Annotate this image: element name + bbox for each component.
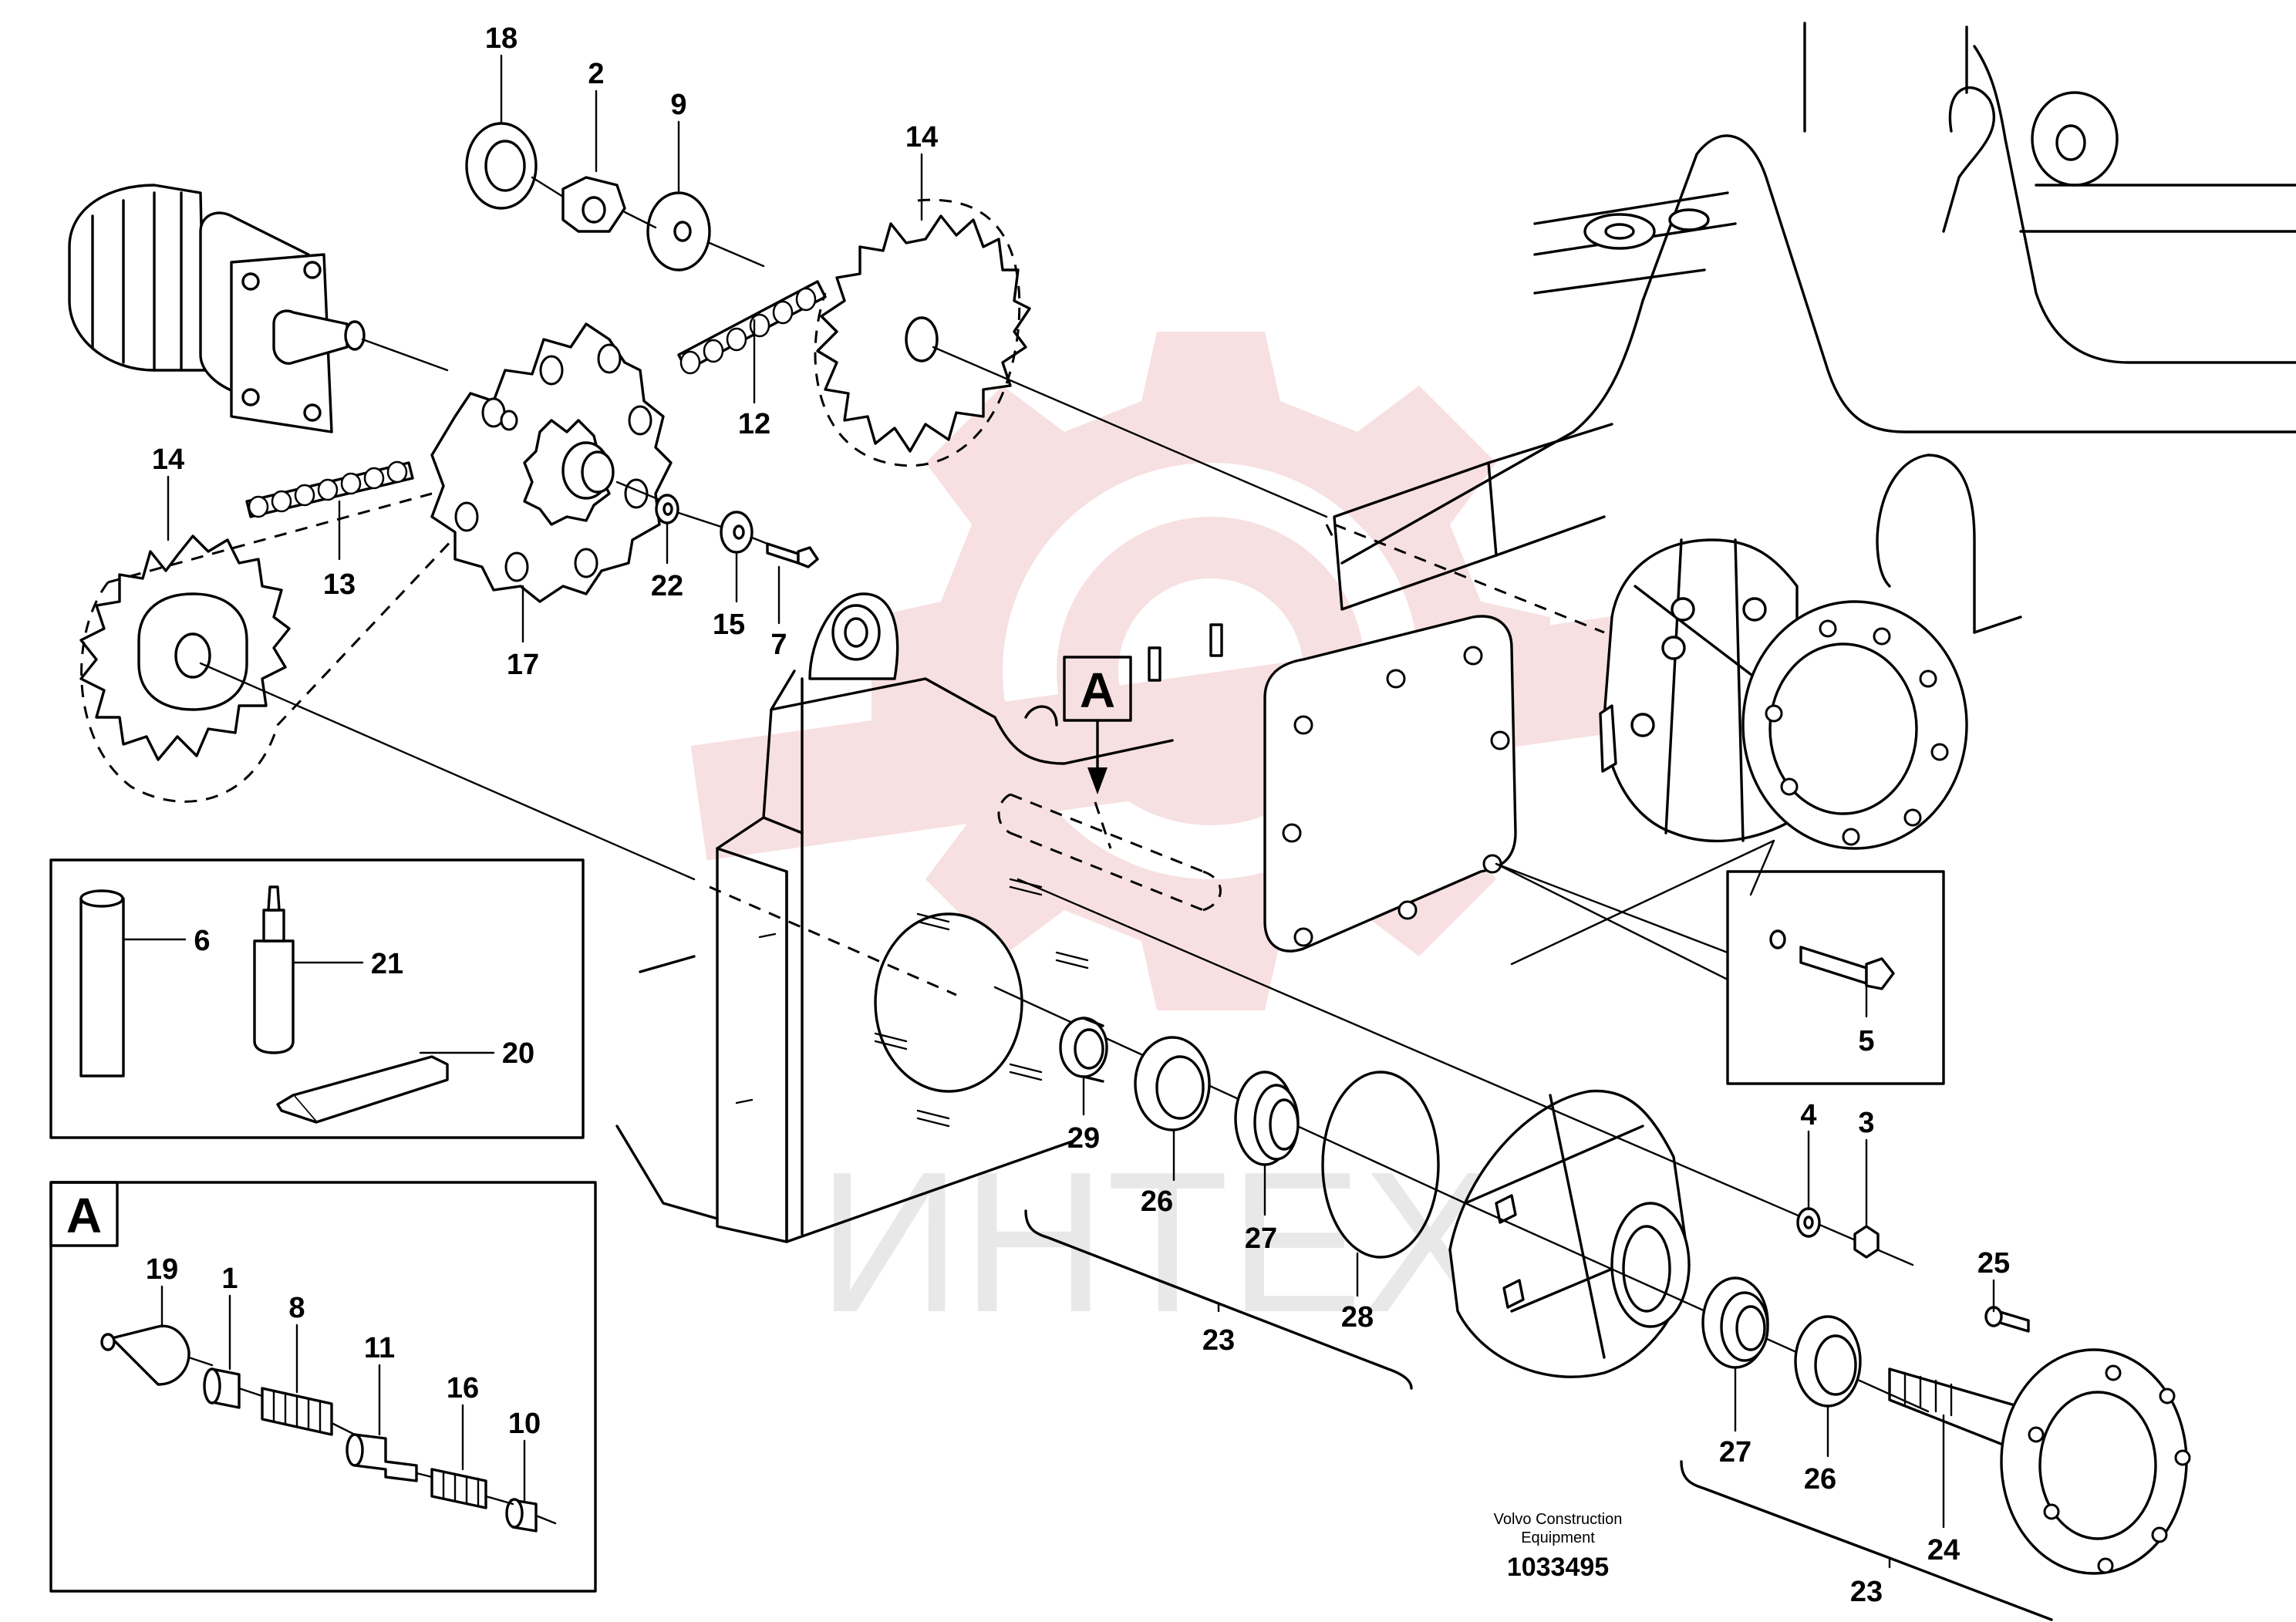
- callout-13: 13: [323, 568, 356, 601]
- callout-4: 4: [1800, 1099, 1816, 1131]
- callout-16: 16: [447, 1372, 479, 1404]
- axle-shaft: [1888, 1348, 2191, 1575]
- callout-15: 15: [713, 609, 745, 641]
- callout-26-upper: 26: [1141, 1185, 1173, 1218]
- callout-labels: 18 2 9 14 12 14 13 17 22 15 7 6 21 20 29…: [146, 22, 2010, 1608]
- callout-6: 6: [194, 925, 210, 957]
- callout-5: 5: [1858, 1025, 1874, 1057]
- callout-29: 29: [1067, 1122, 1100, 1155]
- callout-8: 8: [288, 1292, 305, 1324]
- callout-24: 24: [1927, 1534, 1960, 1566]
- callout-7: 7: [770, 629, 787, 661]
- chain-13: [245, 460, 414, 518]
- sprocket-upper: [814, 198, 1031, 467]
- callout-23-upper: 23: [1202, 1324, 1235, 1357]
- view-marker-a: A: [1063, 656, 1132, 794]
- inset-a-title: A: [66, 1188, 102, 1243]
- footer-line2: Equipment: [1521, 1529, 1595, 1546]
- callout-18: 18: [485, 22, 518, 55]
- upper-small-parts: [465, 122, 765, 271]
- inset-a-box: A: [49, 1181, 597, 1593]
- loader-frame: [1333, 22, 2296, 634]
- footer-doc-number: 1033495: [1507, 1553, 1609, 1582]
- hydraulic-motor: [68, 184, 449, 433]
- footer-caption: Volvo Construction Equipment 1033495: [1494, 1511, 1623, 1582]
- callout-27-upper: 27: [1245, 1222, 1277, 1255]
- callout-23-lower: 23: [1850, 1576, 1883, 1608]
- small-fasteners: [655, 494, 819, 568]
- callout-28: 28: [1341, 1301, 1374, 1334]
- leader-lines: [122, 54, 2053, 1621]
- detail-box-5: [1495, 862, 1945, 1085]
- callout-17: 17: [507, 649, 539, 681]
- callout-26-lower: 26: [1804, 1463, 1836, 1496]
- hidden-shaft: [997, 793, 1222, 912]
- callout-2: 2: [588, 58, 604, 90]
- view-marker-letter: A: [1080, 663, 1115, 718]
- callout-1: 1: [221, 1263, 238, 1295]
- cover-plate: [1263, 615, 1517, 953]
- callout-11: 11: [364, 1332, 395, 1364]
- callout-14-lower: 14: [152, 443, 184, 476]
- callout-20: 20: [502, 1037, 534, 1070]
- bearing-stack-lower: [1701, 1276, 1862, 1408]
- callout-9: 9: [670, 89, 686, 121]
- sprocket-lower: [79, 454, 534, 803]
- callout-22: 22: [651, 570, 683, 602]
- bearing-stack-upper: [1059, 1017, 1440, 1259]
- consumables-box: [49, 858, 585, 1139]
- callout-14-upper: 14: [905, 121, 938, 153]
- callout-10: 10: [508, 1408, 541, 1440]
- callout-19: 19: [146, 1253, 178, 1286]
- callout-12: 12: [738, 408, 770, 440]
- callout-25: 25: [1977, 1247, 2010, 1280]
- sprocket-17: [430, 322, 673, 603]
- chain-12: [677, 280, 827, 375]
- hub-upper: [1599, 538, 1968, 850]
- watermark-text: ИНТЕХ: [818, 1131, 1496, 1354]
- callout-3: 3: [1858, 1107, 1874, 1139]
- callout-27-lower: 27: [1719, 1436, 1752, 1469]
- footer-line1: Volvo Construction: [1494, 1511, 1623, 1528]
- callout-21: 21: [371, 948, 403, 980]
- drive-housing: [615, 592, 1223, 1243]
